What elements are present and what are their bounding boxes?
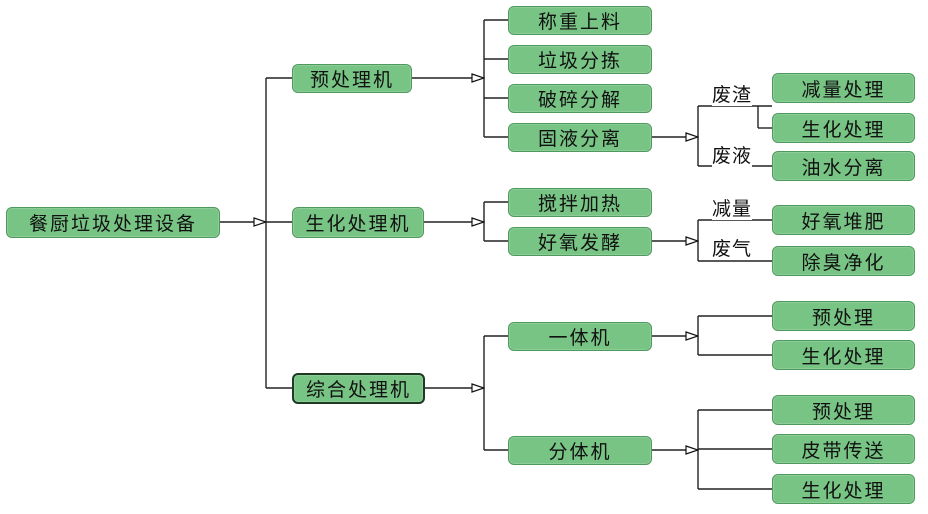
aerobic-composting-node[interactable]: 好氧堆肥: [772, 205, 915, 235]
deodorization-node[interactable]: 除臭净化: [772, 246, 915, 276]
liquid-label: 废液: [712, 145, 753, 167]
solid-liquid-separation-node[interactable]: 固液分离: [508, 123, 652, 152]
oil-water-separation-node[interactable]: 油水分离: [772, 151, 915, 181]
split-machine-node[interactable]: 分体机: [508, 436, 652, 465]
biochemical-treatment-node[interactable]: 生化处理: [772, 113, 915, 143]
integrated-biochemical-node[interactable]: 生化处理: [772, 340, 915, 370]
reduction-treatment-node[interactable]: 减量处理: [772, 73, 915, 103]
pre-processing-machine-node[interactable]: 预处理机: [292, 64, 412, 93]
crushing-node[interactable]: 破碎分解: [508, 84, 652, 113]
integrated-machine-node[interactable]: 一体机: [508, 322, 652, 351]
reduce-label: 减量: [712, 198, 753, 220]
aerobic-fermentation-node[interactable]: 好氧发酵: [508, 227, 652, 256]
waste-sorting-node[interactable]: 垃圾分拣: [508, 45, 652, 74]
root-node[interactable]: 餐厨垃圾处理设备: [6, 207, 220, 238]
exhaust-gas-label: 废气: [712, 238, 753, 260]
split-preprocess-node[interactable]: 预处理: [772, 395, 915, 425]
integrated-preprocess-node[interactable]: 预处理: [772, 301, 915, 331]
combined-processing-machine-node[interactable]: 综合处理机: [292, 373, 425, 404]
bio-processing-machine-node[interactable]: 生化处理机: [292, 207, 424, 238]
residue-label: 废渣: [712, 84, 753, 106]
split-biochemical-node[interactable]: 生化处理: [772, 474, 915, 504]
weighing-loading-node[interactable]: 称重上料: [508, 6, 652, 35]
belt-conveyor-node[interactable]: 皮带传送: [772, 434, 915, 464]
stirring-heating-node[interactable]: 搅拌加热: [508, 188, 652, 217]
